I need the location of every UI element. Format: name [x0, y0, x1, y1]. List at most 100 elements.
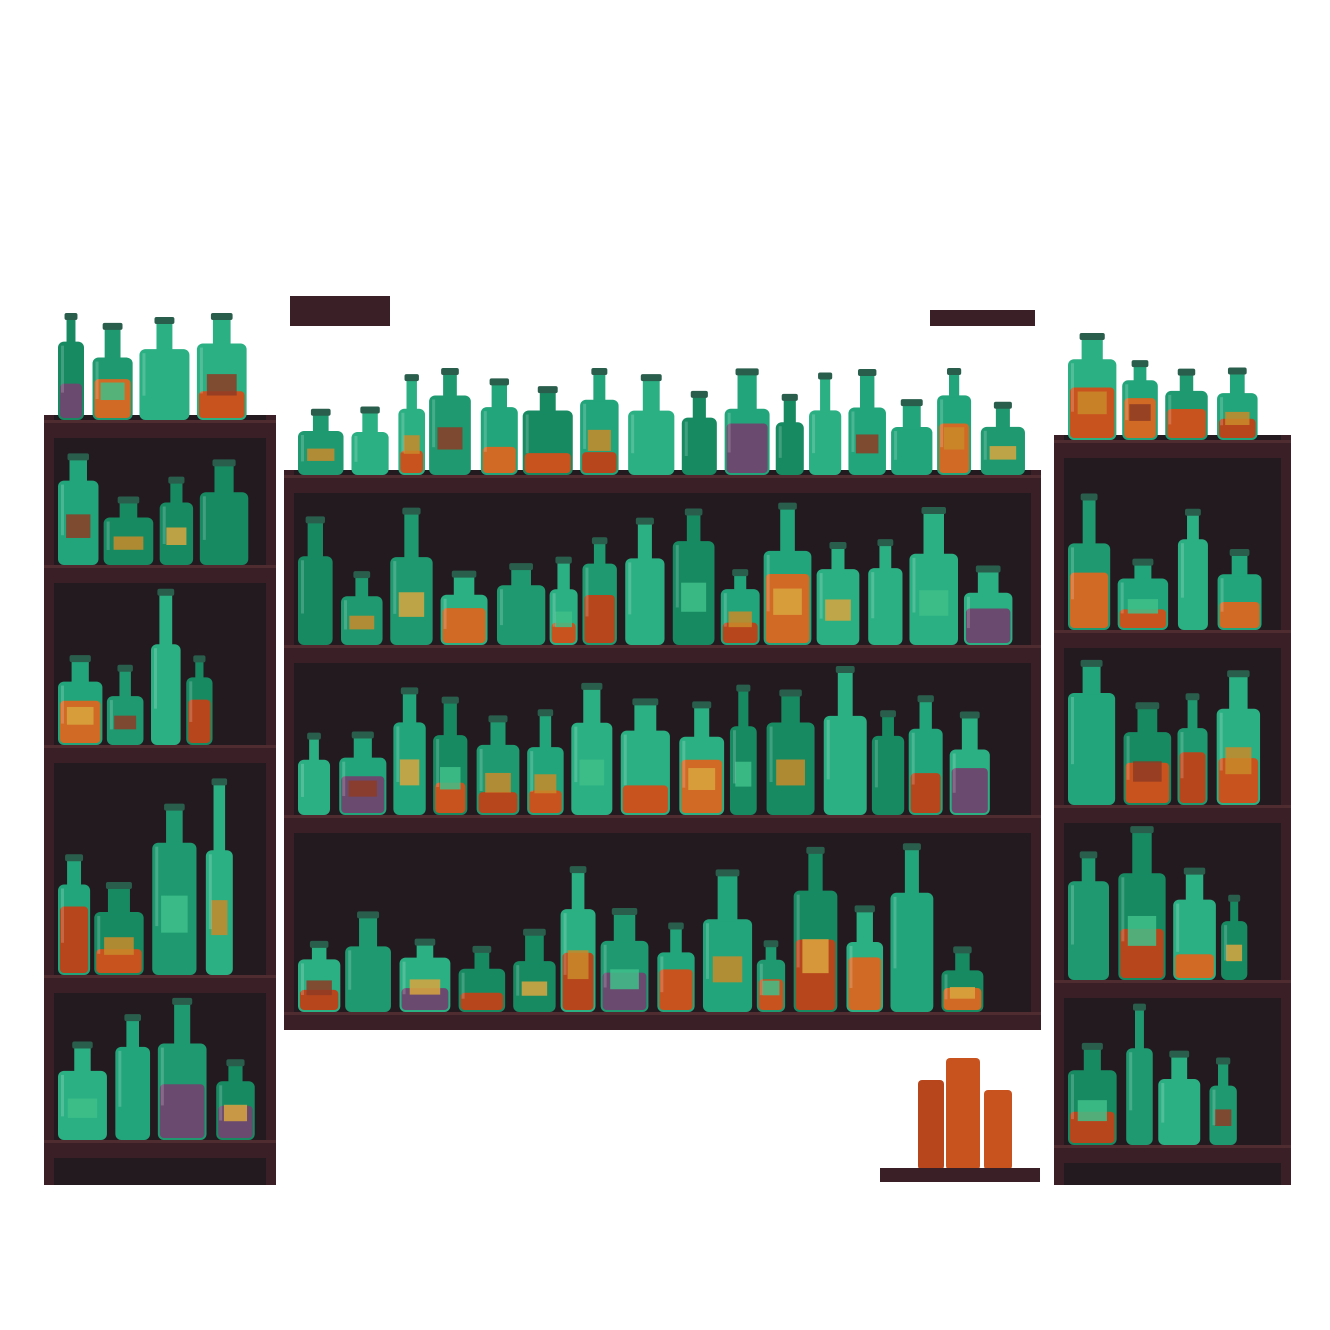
bottle: [679, 701, 725, 815]
bottle-cork: [692, 701, 712, 709]
bottle-neck: [443, 373, 457, 398]
bottle-cork: [763, 940, 779, 948]
bottle-highlight: [61, 685, 64, 724]
bottle-neck: [919, 700, 932, 731]
bottle-cork: [1079, 851, 1098, 859]
bottle: [393, 687, 426, 815]
bottle-neck: [593, 373, 606, 402]
bottle-highlight: [301, 763, 304, 797]
bottle-highlight: [393, 561, 397, 614]
bottle-highlight: [301, 963, 304, 995]
bottle-highlight: [871, 572, 875, 619]
bottle: [949, 711, 990, 815]
bottle: [92, 322, 133, 420]
bottle-liquid: [478, 792, 518, 813]
bottle-highlight: [61, 888, 64, 943]
bottle-neck: [637, 522, 652, 561]
bottle-neck: [557, 561, 570, 592]
bottle-cork: [212, 459, 236, 467]
bottle-cork: [975, 565, 1001, 573]
bottle-neck: [670, 927, 682, 955]
bottle-neck: [159, 593, 173, 647]
bottle-cork: [1080, 493, 1098, 501]
bottle: [724, 368, 770, 475]
bottle-neck: [692, 395, 706, 420]
shelf-board-edge: [1054, 630, 1291, 633]
bottle-neck: [309, 737, 319, 762]
bottle-label: [555, 611, 573, 628]
bottle-cork: [400, 687, 419, 695]
shelf-board: [284, 815, 1041, 833]
shelf-board-edge: [1054, 440, 1291, 443]
bottle: [513, 928, 556, 1012]
jar-body: [946, 1058, 980, 1170]
bottle-cork: [64, 313, 78, 320]
bottle-neck: [882, 715, 894, 738]
bottle-body: [809, 410, 842, 475]
bottle-cork: [67, 453, 89, 461]
bottle: [345, 911, 391, 1012]
bottle: [1173, 867, 1216, 980]
bottle-cork: [668, 922, 684, 930]
bottle-highlight: [1212, 1089, 1216, 1126]
jar-body: [918, 1080, 944, 1170]
bottle-body: [1068, 881, 1110, 980]
bottle-cork: [715, 869, 740, 877]
bottle-neck: [1082, 498, 1096, 546]
bottle-body: [496, 585, 546, 645]
bottle-neck: [765, 945, 777, 962]
bottle-cork: [684, 508, 703, 516]
jar: [984, 1090, 1012, 1170]
bottle-cork: [1131, 360, 1149, 368]
bottle-highlight: [1180, 543, 1184, 598]
bottle: [58, 313, 85, 420]
bottle-highlight: [911, 732, 915, 785]
bottle-highlight: [983, 430, 987, 460]
bottle-highlight: [912, 557, 916, 613]
bottle-label: [855, 434, 879, 454]
bottle-liquid: [1175, 954, 1214, 978]
bottle-highlight: [1071, 547, 1074, 600]
bottle-neck: [923, 512, 944, 556]
bottle-neck: [904, 848, 919, 895]
bottle: [1165, 368, 1208, 440]
bottle-neck: [525, 933, 544, 964]
bottle-neck: [948, 373, 960, 398]
bottle-highlight: [684, 421, 688, 457]
bottle-label: [403, 435, 420, 454]
bottle-cork: [402, 507, 421, 515]
bottle-highlight: [1219, 712, 1223, 771]
bottle: [58, 453, 99, 565]
bottle-cork: [1132, 558, 1154, 566]
bottle-neck: [539, 714, 552, 750]
bottle-highlight: [499, 589, 503, 626]
bottle: [390, 507, 433, 645]
bottle-neck: [856, 910, 873, 944]
bottle: [1158, 1050, 1201, 1145]
bottle-neck: [71, 660, 89, 684]
bottle-cork: [640, 374, 662, 382]
bottle-highlight: [727, 412, 731, 453]
bottle-highlight: [1168, 394, 1172, 425]
bottle-cork: [157, 588, 175, 596]
bottle: [582, 537, 617, 645]
bottle-neck: [613, 912, 636, 943]
bottle-cork: [488, 715, 508, 723]
bottle-cork: [877, 539, 894, 547]
bottle: [480, 378, 518, 475]
bottle-highlight: [952, 753, 956, 793]
bottle-highlight: [585, 567, 589, 617]
bottle-label: [1214, 1109, 1232, 1127]
bottle-cork: [307, 732, 321, 740]
bottle-highlight: [1071, 885, 1074, 945]
bottle-neck: [737, 373, 757, 411]
bottle-body: [681, 417, 717, 475]
bottle-cork: [1177, 368, 1196, 376]
bottle: [890, 843, 934, 1012]
bottle-highlight: [631, 414, 635, 454]
bottle-label: [1225, 747, 1252, 775]
bottle-cork: [117, 664, 133, 672]
bottle-cork: [1132, 1003, 1146, 1011]
bottle-cork: [69, 655, 91, 663]
bottle-body: [1068, 692, 1116, 805]
